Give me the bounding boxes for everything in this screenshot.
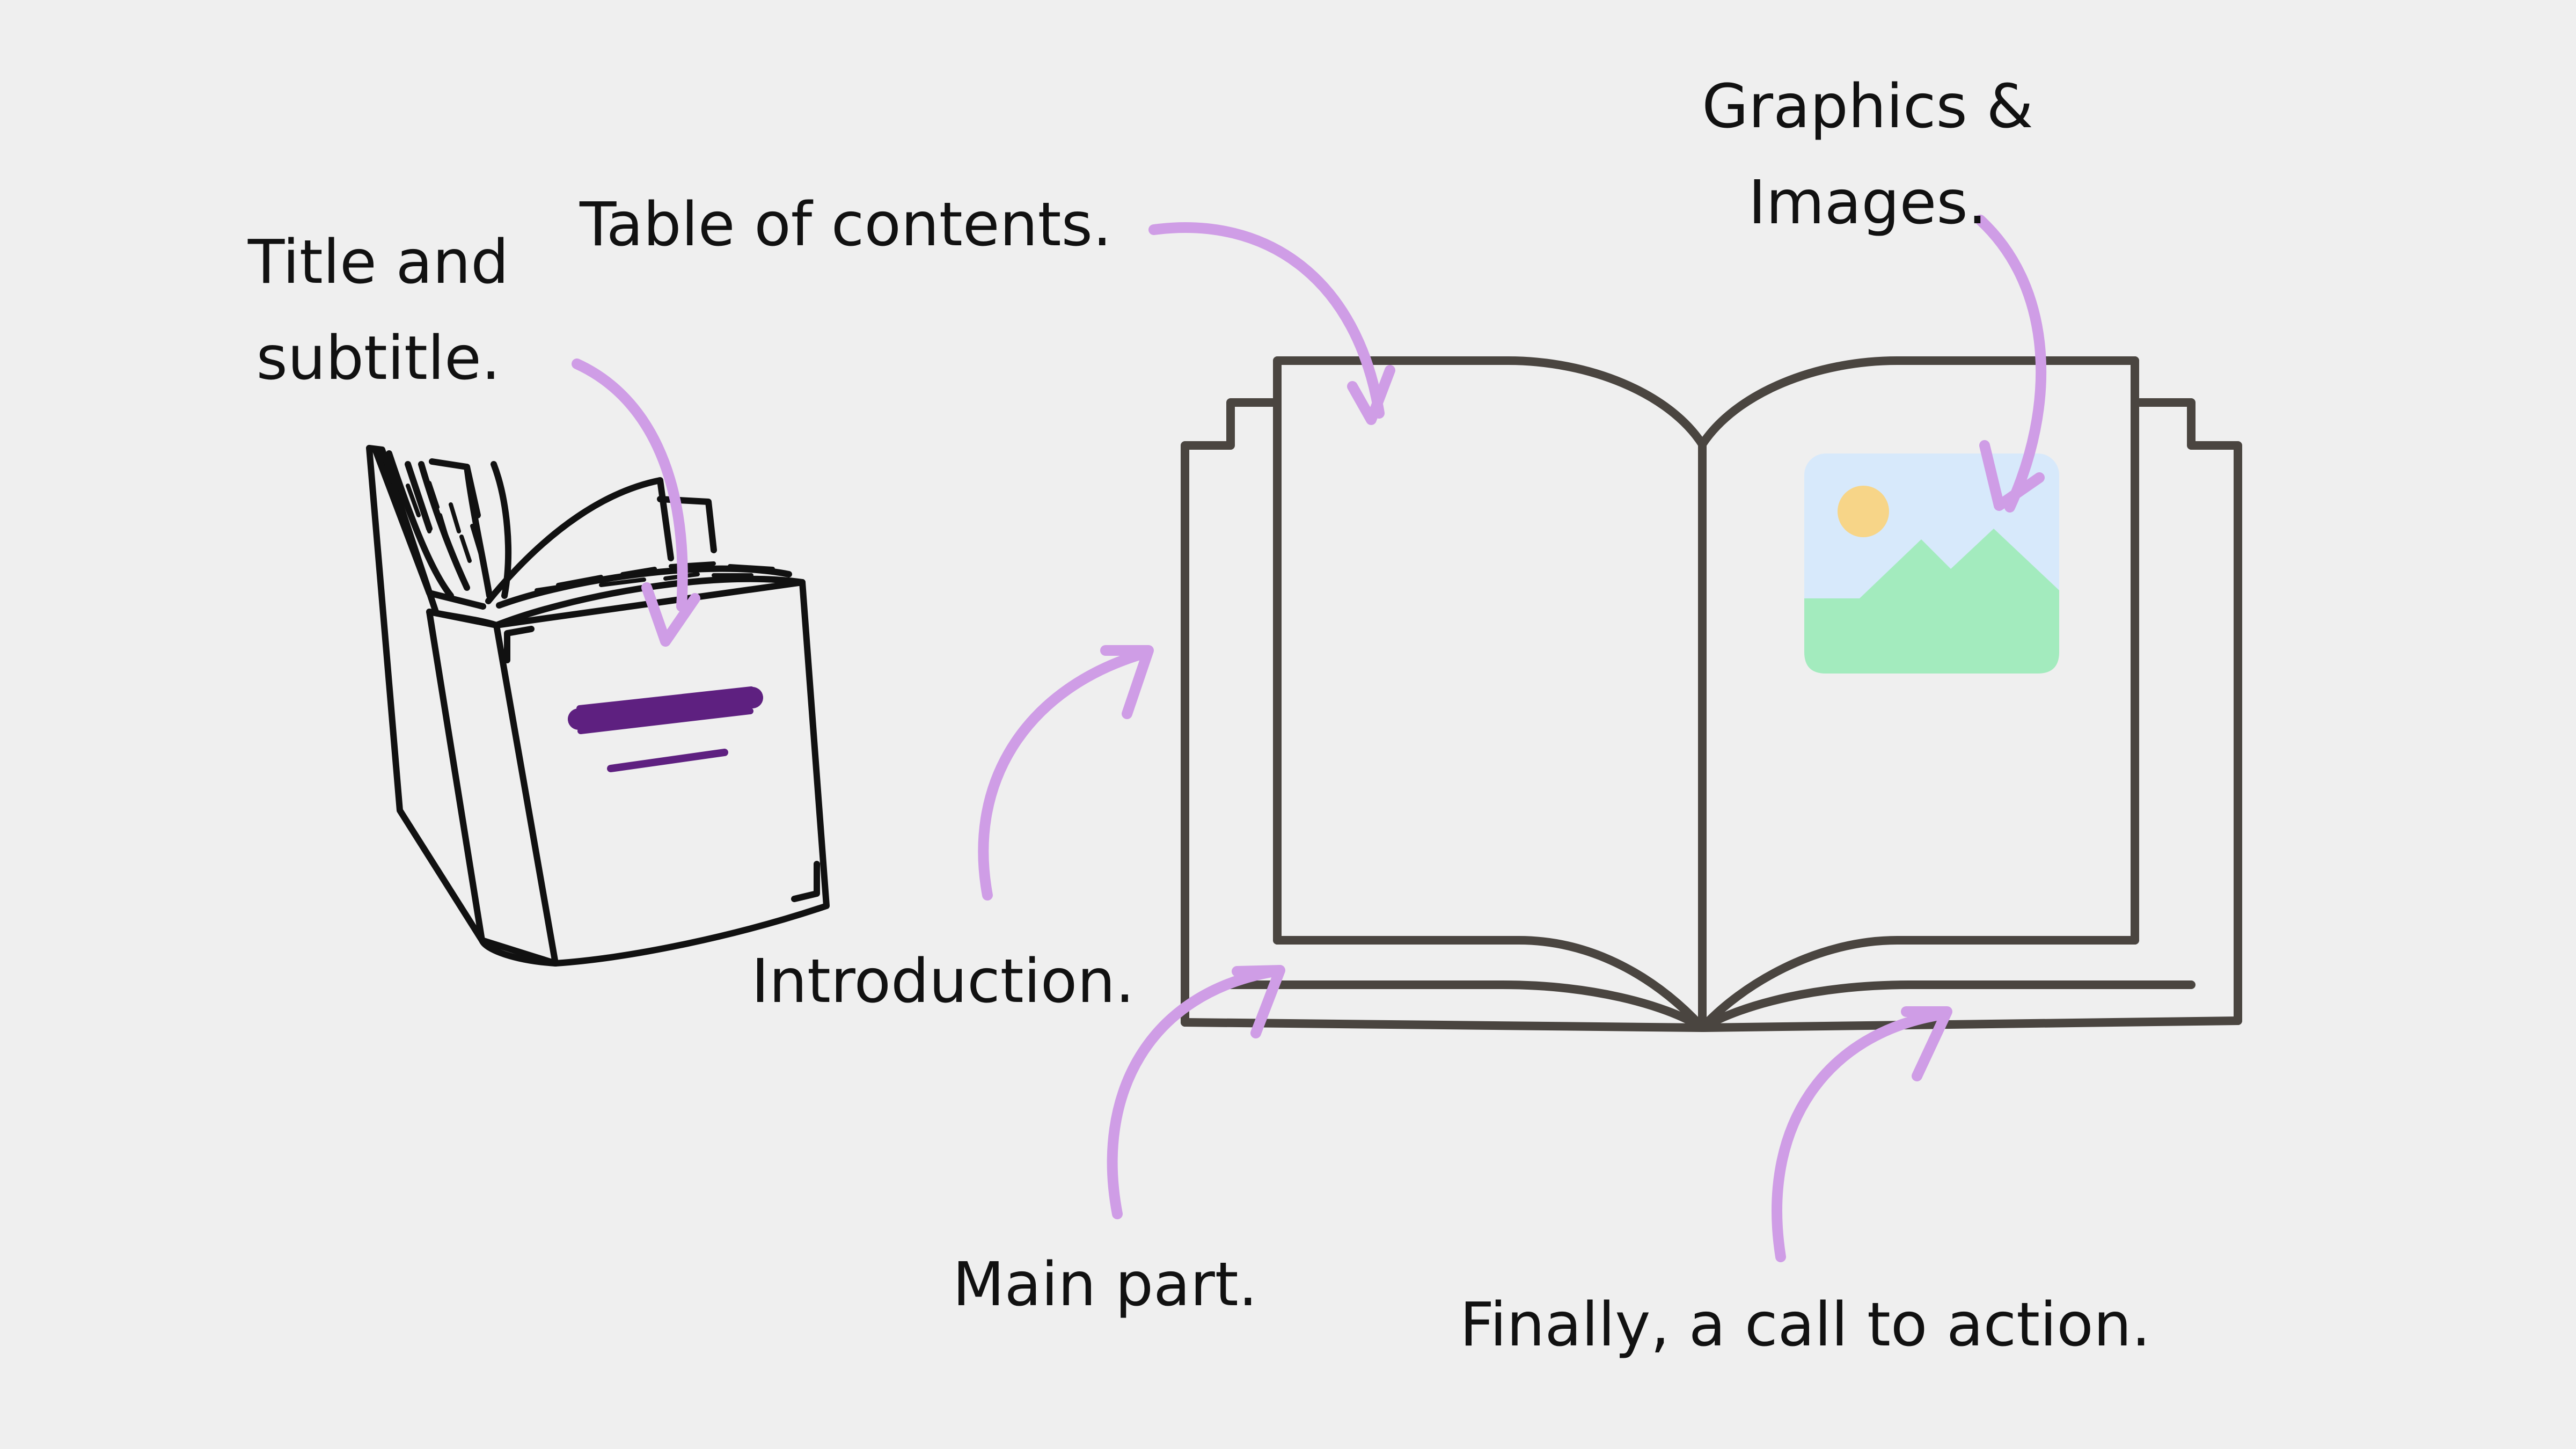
label-graphics-line1: Graphics & bbox=[1702, 72, 2033, 142]
arrow-introduction bbox=[978, 645, 1154, 901]
arrow-table-of-contents bbox=[1148, 222, 1395, 425]
label-title-and-subtitle: Title and subtitle. bbox=[215, 215, 542, 407]
open-book-icon bbox=[1181, 356, 2242, 1032]
label-graphics-line2: Images. bbox=[1748, 168, 1987, 238]
label-main-part: Main part. bbox=[953, 1250, 1258, 1320]
label-table-of-contents: Table of contents. bbox=[580, 190, 1112, 260]
label-title-line2: subtitle. bbox=[256, 324, 501, 394]
label-graphics-and-images: Graphics & Images. bbox=[1690, 59, 2045, 251]
arrow-graphics bbox=[1975, 215, 2047, 513]
small-book-icon bbox=[366, 445, 830, 967]
arrow-main-part bbox=[1107, 965, 1285, 1219]
label-title-line1: Title and bbox=[247, 228, 509, 297]
label-call-to-action: Finally, a call to action. bbox=[1460, 1290, 2151, 1360]
arrow-title bbox=[572, 358, 700, 647]
label-introduction: Introduction. bbox=[751, 947, 1135, 1016]
arrow-call-to-action bbox=[1772, 1006, 1952, 1262]
title-bars bbox=[568, 686, 763, 772]
